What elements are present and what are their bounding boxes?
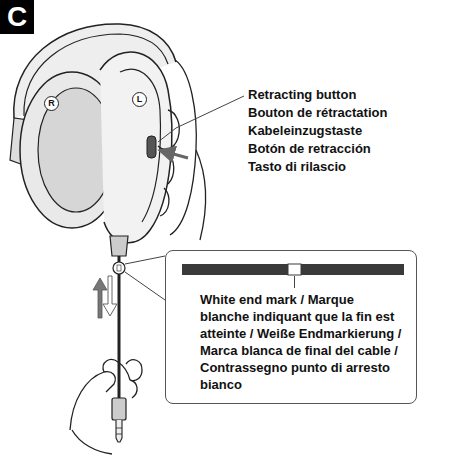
pull-up-arrow <box>93 278 107 318</box>
end-mark-circle <box>113 262 125 274</box>
pull-down-arrow <box>103 276 117 316</box>
callout-leader <box>125 256 165 300</box>
side-marker: L <box>132 92 147 107</box>
part-name: Kabeleinzugstaste <box>248 122 362 140</box>
section-letter-text: C <box>0 0 34 34</box>
callout-box: White end mark / Marque blanche indiquan… <box>165 250 417 404</box>
section-letter: C <box>0 0 34 34</box>
plug-rings <box>116 428 122 434</box>
part-name: Retracting button <box>248 86 356 104</box>
cable-exit <box>110 236 128 256</box>
earcup-l-rim <box>120 69 160 222</box>
wrist <box>196 150 206 240</box>
white-end-mark <box>288 264 301 275</box>
side-marker: R <box>44 96 59 111</box>
plug-body <box>112 398 126 420</box>
mark-leader <box>294 276 295 288</box>
leader-line <box>158 96 244 142</box>
part-name: Bouton de rétractation <box>248 104 387 122</box>
plug-pin <box>116 420 122 442</box>
part-name: Tasto di rilascio <box>248 158 346 176</box>
callout-text: White end mark / Marque blanche indiquan… <box>200 291 402 393</box>
retracting-button <box>147 136 156 158</box>
cable-bar-body <box>182 264 404 275</box>
cable-bar <box>178 259 408 289</box>
white-mark <box>117 265 121 271</box>
earcup-l <box>100 52 172 243</box>
hand-lower <box>70 360 142 454</box>
press-arrow <box>166 152 188 158</box>
hand-upper <box>158 60 196 235</box>
cable <box>118 256 121 398</box>
part-name: Botón de retracción <box>248 140 371 158</box>
